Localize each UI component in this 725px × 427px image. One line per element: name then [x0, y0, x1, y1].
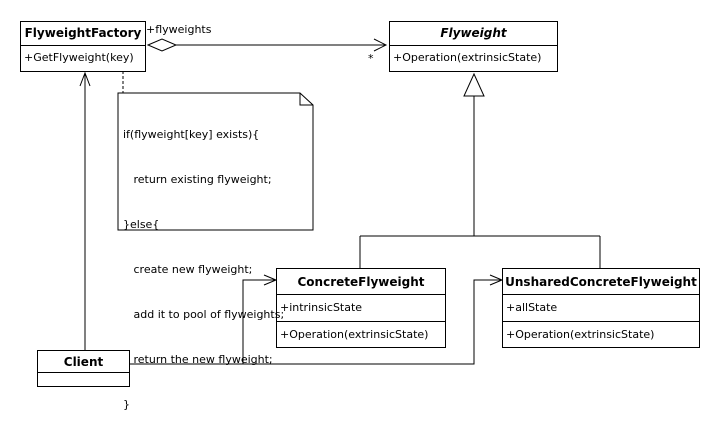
unshared-concrete-flyweight-attribute: +allState: [506, 301, 558, 314]
flyweight-factory-name: FlyweightFactory: [21, 22, 145, 46]
aggregation-role-label: +flyweights: [146, 23, 212, 36]
inheritance-arrowhead: [463, 72, 485, 97]
unshared-concrete-flyweight-class: UnsharedConcreteFlyweight +allState +Ope…: [502, 268, 700, 348]
note-line: return existing flyweight;: [123, 173, 272, 186]
client-unshared-line: [243, 279, 502, 365]
note-line: create new flyweight;: [123, 263, 253, 276]
aggregation-multiplicity-label: *: [368, 52, 374, 65]
unshared-concrete-flyweight-name: UnsharedConcreteFlyweight: [503, 269, 699, 295]
concrete-flyweight-name: ConcreteFlyweight: [277, 269, 445, 295]
flyweight-operation: +Operation(extrinsicState): [393, 51, 542, 64]
client-concrete-line: [130, 279, 276, 365]
concrete-flyweight-attribute: +intrinsicState: [280, 301, 363, 314]
note-line: }: [123, 398, 130, 411]
client-name: Client: [38, 351, 129, 373]
flyweight-factory-class: FlyweightFactory +GetFlyweight(key): [20, 21, 146, 72]
factory-note: if(flyweight[key] exists){ return existi…: [119, 94, 309, 411]
note-fold: [299, 93, 313, 106]
aggregation-diamond: [146, 38, 178, 52]
note-line: add it to pool of flyweights;: [123, 308, 285, 321]
flyweight-class: Flyweight +Operation(extrinsicState): [389, 21, 558, 72]
note-line: if(flyweight[key] exists){: [123, 128, 260, 141]
flyweight-factory-operation: +GetFlyweight(key): [24, 51, 134, 64]
unshared-concrete-flyweight-operation: +Operation(extrinsicState): [503, 321, 699, 347]
flyweight-name: Flyweight: [390, 22, 557, 46]
client-factory-arrowhead: [79, 71, 91, 87]
uml-diagram-canvas: [79, 38, 601, 365]
note-line: return the new flyweight;: [123, 353, 273, 366]
note-line: }else{: [123, 218, 160, 231]
client-class: Client: [37, 350, 130, 387]
aggregation-arrowhead: [373, 38, 388, 52]
concrete-flyweight-class: ConcreteFlyweight +intrinsicState +Opera…: [276, 268, 446, 348]
concrete-flyweight-operation: +Operation(extrinsicState): [277, 321, 445, 347]
note-shape: [117, 92, 314, 231]
